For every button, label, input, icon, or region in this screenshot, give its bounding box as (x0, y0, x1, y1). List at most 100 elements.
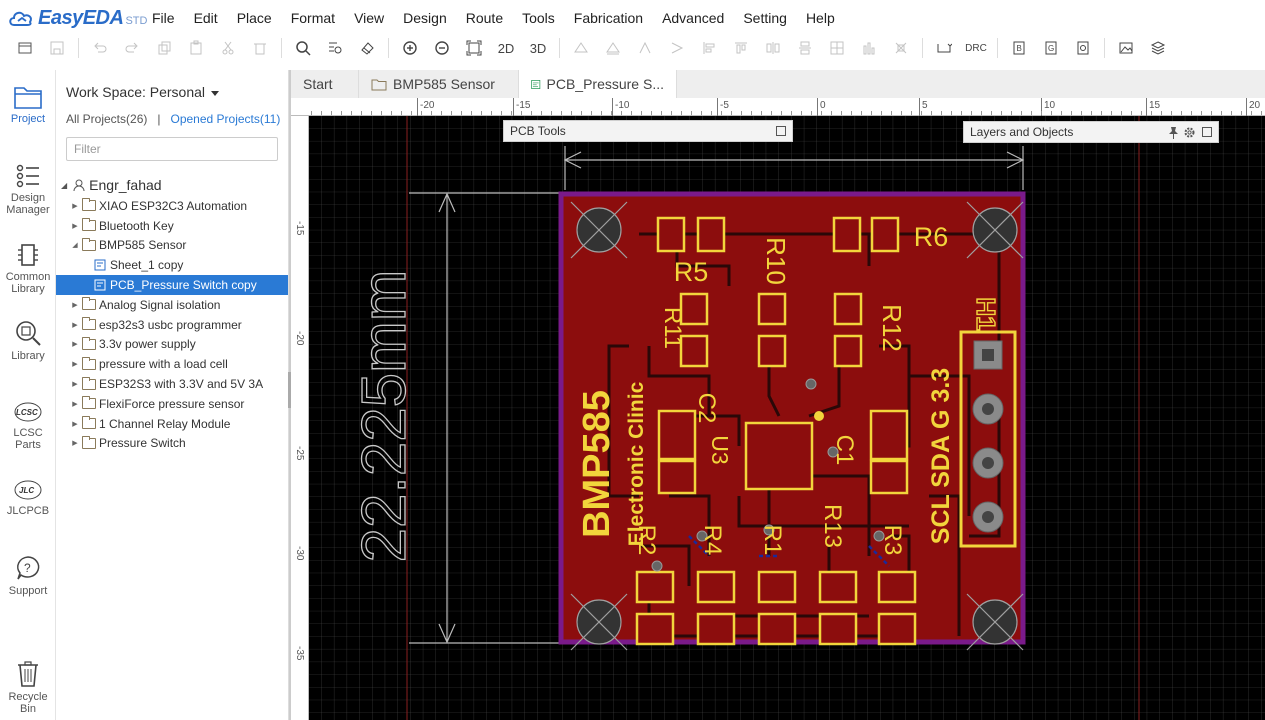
app-logo[interactable]: EasyEDA STD (0, 7, 152, 30)
fit-view-icon[interactable] (463, 37, 485, 59)
align-bottom-icon[interactable] (666, 37, 688, 59)
tree-item[interactable]: ▶Bluetooth Key (56, 216, 288, 236)
cut-icon[interactable] (217, 37, 239, 59)
menu-design[interactable]: Design (403, 10, 447, 26)
nav-jlcpcb[interactable]: JLC JLCPCB (0, 478, 56, 517)
caret-collapsed-icon[interactable]: ▶ (72, 420, 78, 428)
save-icon[interactable] (46, 37, 68, 59)
nav-recycle-bin[interactable]: Recycle Bin (0, 660, 56, 715)
menu-help[interactable]: Help (805, 10, 835, 26)
tree-root-user[interactable]: ◢ Engr_fahad (61, 177, 162, 193)
tree-item[interactable]: ▶XIAO ESP32C3 Automation (56, 196, 288, 216)
menu-tools[interactable]: Tools (522, 10, 555, 26)
drc-button[interactable]: DRC (965, 42, 987, 54)
caret-collapsed-icon[interactable]: ▶ (72, 202, 78, 210)
distribute-v-icon[interactable] (794, 37, 816, 59)
menu-format[interactable]: Format (290, 10, 336, 26)
caret-collapsed-icon[interactable]: ▶ (72, 222, 78, 230)
undo-icon[interactable] (89, 37, 111, 59)
align-grid-icon[interactable] (826, 37, 848, 59)
nav-common-library[interactable]: Common Library (0, 242, 56, 295)
zoom-out-icon[interactable] (431, 37, 453, 59)
caret-collapsed-icon[interactable]: ▶ (72, 400, 78, 408)
tree-item[interactable]: ▶Pressure Switch (56, 434, 288, 454)
gear-icon[interactable] (1183, 126, 1196, 139)
tree-item[interactable]: ▶3.3v power supply (56, 335, 288, 355)
maximize-icon[interactable] (776, 126, 786, 136)
menu-route[interactable]: Route (465, 10, 504, 26)
pin-icon[interactable] (1167, 126, 1180, 139)
menu-view[interactable]: View (354, 10, 385, 26)
pcb-canvas[interactable]: 22.225mm (309, 116, 1265, 720)
ruler-minor-tick (901, 111, 902, 115)
tree-item[interactable]: ◢BMP585 Sensor (56, 236, 288, 256)
tree-item[interactable]: ▶pressure with a load cell (56, 354, 288, 374)
zoom-in-icon[interactable] (399, 37, 421, 59)
caret-expanded-icon[interactable]: ◢ (72, 242, 78, 250)
ruler-minor-tick (701, 111, 702, 115)
nav-project[interactable]: Project (0, 84, 56, 125)
view-3d-button[interactable]: 3D (529, 40, 547, 56)
menu-file[interactable]: File (152, 10, 175, 26)
search-icon[interactable] (292, 37, 314, 59)
route-icon[interactable] (933, 37, 955, 59)
clear-icon[interactable] (356, 37, 378, 59)
caret-collapsed-icon[interactable]: ▶ (72, 341, 78, 349)
splitter-handle[interactable] (288, 372, 293, 408)
caret-collapsed-icon[interactable]: ▶ (72, 361, 78, 369)
snap-icon[interactable] (890, 37, 912, 59)
filter-input[interactable] (66, 137, 278, 161)
nav-support[interactable]: ? Support (0, 554, 56, 597)
tab-bmp585-sensor[interactable]: BMP585 Sensor (359, 70, 519, 98)
tab-pcb-pressure-switch[interactable]: PCB_Pressure S... (519, 70, 677, 98)
align-center-v-icon[interactable] (730, 37, 752, 59)
tree-item[interactable]: ▶esp32s3 usbc programmer (56, 315, 288, 335)
paste-icon[interactable] (185, 37, 207, 59)
align-left-icon[interactable] (570, 37, 592, 59)
new-icon[interactable] (14, 37, 36, 59)
logo-text: EasyEDA (38, 6, 124, 29)
nav-lcsc-parts[interactable]: LCSC LCSC Parts (0, 400, 56, 451)
caret-collapsed-icon[interactable]: ▶ (72, 321, 78, 329)
caret-expanded-icon[interactable]: ◢ (61, 180, 68, 190)
tree-item[interactable]: ▶ESP32S3 with 3.3V and 5V 3A (56, 374, 288, 394)
tab-all-projects[interactable]: All Projects(26) (66, 112, 148, 126)
tree-item[interactable]: PCB_Pressure Switch copy (56, 275, 288, 295)
layers-icon[interactable] (1147, 37, 1169, 59)
align-top-icon[interactable] (634, 37, 656, 59)
tree-item[interactable]: Sheet_1 copy (56, 255, 288, 275)
distribute-h-icon[interactable] (762, 37, 784, 59)
menu-advanced[interactable]: Advanced (662, 10, 725, 26)
caret-collapsed-icon[interactable]: ▶ (72, 381, 78, 389)
photo-view-icon[interactable] (1115, 37, 1137, 59)
tree-item[interactable]: ▶1 Channel Relay Module (56, 414, 288, 434)
caret-collapsed-icon[interactable]: ▶ (72, 301, 78, 309)
menu-edit[interactable]: Edit (193, 10, 218, 26)
align-right-icon[interactable] (602, 37, 624, 59)
menu-setting[interactable]: Setting (743, 10, 787, 26)
layers-objects-panel[interactable]: Layers and Objects (963, 121, 1219, 143)
redo-icon[interactable] (121, 37, 143, 59)
tree-item[interactable]: ▶Analog Signal isolation (56, 295, 288, 315)
delete-icon[interactable] (249, 37, 271, 59)
align-center-h-icon[interactable] (698, 37, 720, 59)
nav-library[interactable]: Library (0, 319, 56, 362)
maximize-icon[interactable] (1202, 127, 1212, 137)
bom-icon[interactable]: B (1008, 37, 1030, 59)
find-similar-icon[interactable] (324, 37, 346, 59)
pick-place-icon[interactable] (1072, 37, 1094, 59)
menu-place[interactable]: Place (236, 10, 272, 26)
pcb-tools-panel[interactable]: PCB Tools (503, 120, 793, 142)
tab-start[interactable]: Start (291, 70, 359, 98)
nav-design-manager[interactable]: Design Manager (0, 163, 56, 216)
tree-item[interactable]: ▶FlexiForce pressure sensor (56, 394, 288, 414)
view-2d-button[interactable]: 2D (497, 40, 515, 56)
copy-icon[interactable] (153, 37, 175, 59)
workspace-selector[interactable]: Work Space: Personal (66, 84, 220, 100)
gerber-icon[interactable]: G (1040, 37, 1062, 59)
caret-collapsed-icon[interactable]: ▶ (72, 440, 78, 448)
ruler-minor-tick (741, 111, 742, 115)
tab-opened-projects[interactable]: Opened Projects(11) (170, 112, 281, 126)
equal-spacing-icon[interactable] (858, 37, 880, 59)
menu-fabrication[interactable]: Fabrication (573, 10, 644, 26)
